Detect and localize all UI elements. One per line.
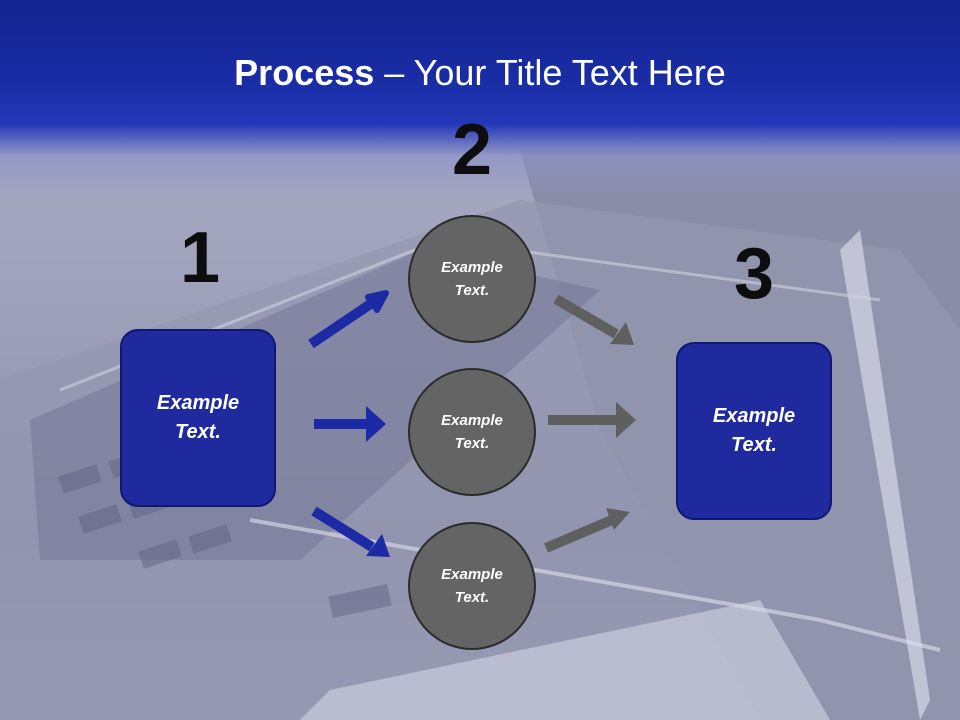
title-bold: Process [234, 52, 375, 93]
step-number-3: 3 [733, 234, 775, 314]
step-number-1: 1 [179, 218, 221, 298]
arrow-circle-bottom-to-box3 [544, 508, 630, 553]
step-box-3-label: Example Text. [712, 405, 796, 456]
step-circle-bottom-label: Example Text. [441, 566, 503, 606]
step-number-2: 2 [451, 110, 493, 190]
step-circle-bottom: Example Text. [408, 522, 536, 650]
arrow-box1-to-circle-middle [314, 406, 386, 442]
step-circle-middle-label: Example Text. [441, 412, 503, 452]
step-box-3: Example Text. [676, 342, 832, 520]
arrow-circle-top-to-box3 [553, 294, 634, 345]
step-circle-middle: Example Text. [408, 368, 536, 496]
arrow-box1-to-circle-bottom [311, 506, 390, 557]
step-box-1-label: Example Text. [156, 392, 240, 443]
slide-title: Process – Your Title Text Here [0, 52, 960, 94]
arrow-box1-to-circle-top [308, 290, 389, 349]
arrow-circle-middle-to-box3 [548, 402, 636, 438]
step-circle-top: Example Text. [408, 215, 536, 343]
header-band [0, 0, 960, 200]
step-circle-top-label: Example Text. [441, 259, 503, 299]
step-box-1: Example Text. [120, 329, 276, 507]
title-rest: – Your Title Text Here [374, 52, 726, 93]
